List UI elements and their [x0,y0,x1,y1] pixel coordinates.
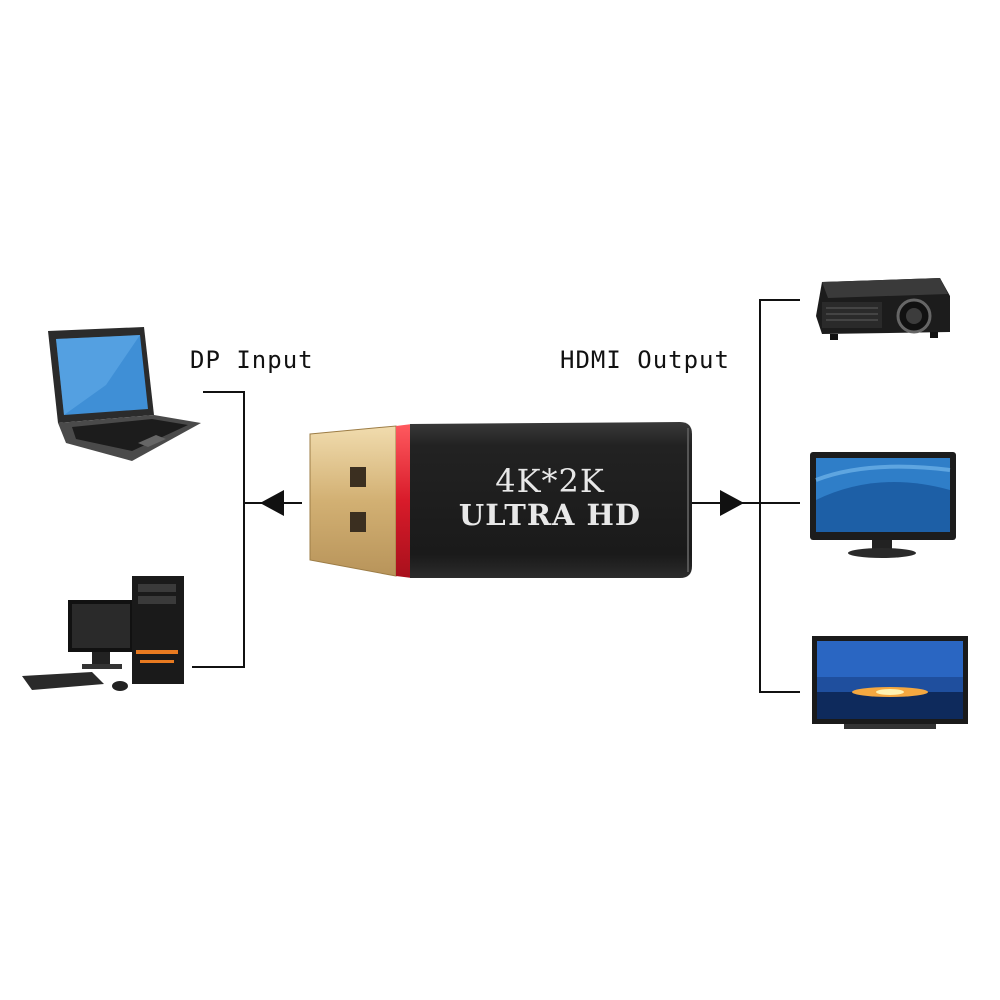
input-bracket [192,391,245,668]
desktop-pc-icon [22,576,184,691]
dp-connector [309,425,397,577]
input-arrow-head [260,490,284,516]
tv-icon [812,636,968,729]
adapter-red-ring [396,424,412,578]
input-label: DP Input [190,346,314,374]
output-label: HDMI Output [560,346,730,374]
adapter-body [410,422,692,578]
laptop-icon [48,327,201,461]
projector-icon [816,278,950,340]
dp-pin-hole-top [350,467,366,487]
adapter-text-resolution: 4K*2K [495,462,605,500]
output-arrow-head [720,490,744,516]
monitor-icon [810,452,956,558]
output-bracket [759,299,800,693]
dp-pin-hole-bottom [350,512,366,532]
adapter-text-ultra-hd: ULTRA HD [458,498,642,532]
